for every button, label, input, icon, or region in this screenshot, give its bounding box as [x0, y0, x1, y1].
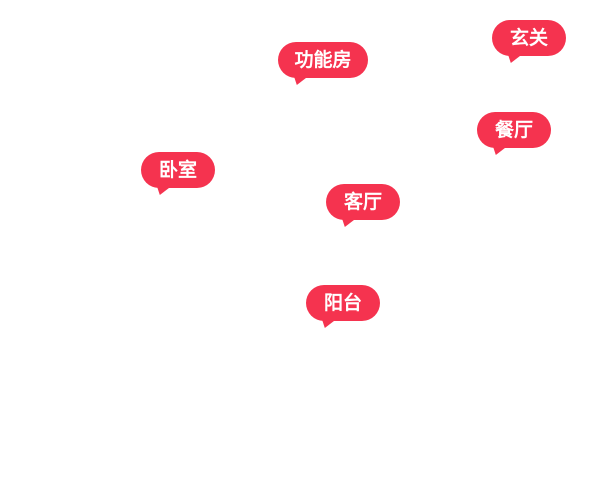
room-label-function-room[interactable]: 功能房	[278, 42, 368, 85]
room-label-balcony[interactable]: 阳台	[306, 285, 380, 328]
room-label-living-room[interactable]: 客厅	[326, 184, 400, 227]
room-label-text: 功能房	[294, 49, 352, 71]
bubble-tail	[485, 144, 511, 155]
bubble-tail	[500, 52, 526, 63]
room-label-dining-room[interactable]: 餐厅	[477, 112, 551, 155]
room-label-text: 阳台	[323, 292, 362, 314]
room-label-bedroom[interactable]: 卧室	[141, 152, 215, 195]
bubble-tail	[334, 216, 360, 227]
room-label-text: 客厅	[343, 191, 382, 213]
bubble-tail	[314, 317, 340, 328]
bubble-tail	[286, 74, 312, 85]
room-label-text: 玄关	[509, 27, 548, 49]
room-label-text: 餐厅	[494, 119, 533, 141]
room-label-entrance[interactable]: 玄关	[492, 20, 566, 63]
room-label-text: 卧室	[158, 159, 197, 181]
bubble-tail	[149, 184, 175, 195]
